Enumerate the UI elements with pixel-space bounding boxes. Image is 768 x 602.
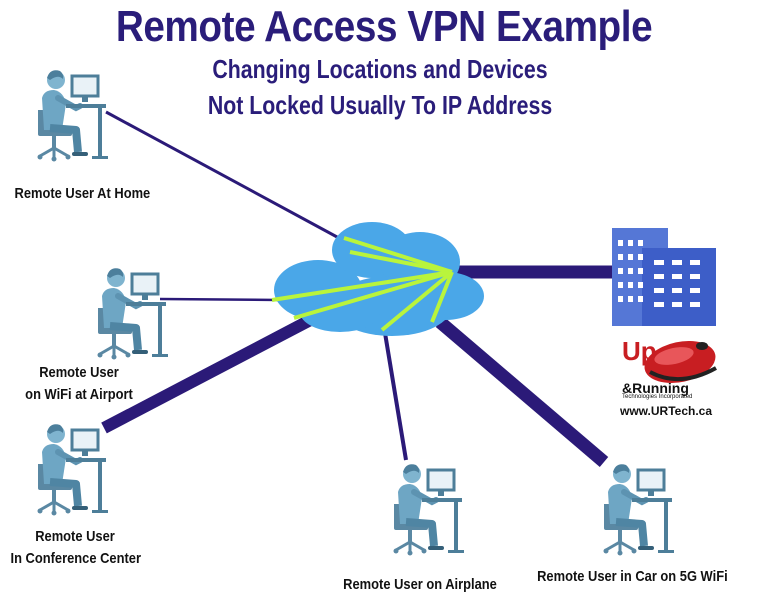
label-user-home: Remote User At Home [14,185,151,202]
label-user-car: Remote User in Car on 5G WiFi [537,568,728,585]
label-user-wifi-line1: Remote User [39,364,119,381]
user-home-icon [38,70,109,161]
link-airplane [383,332,408,461]
label-user-conference: Remote User In Conference Center [10,526,141,570]
vpn-tunnels [271,236,454,332]
user-car-icon [604,464,675,555]
label-user-wifi-line2: on WiFi at Airport [25,386,133,403]
network-links [101,110,622,467]
internet-cloud [274,222,484,336]
logo-website-text: www.URTech.ca [620,404,713,418]
diagram-title: Remote Access VPN Example [115,2,653,51]
logo-tagline-text: Technologies Incorporated [622,394,693,400]
label-user-conference-line1: Remote User [35,528,115,545]
logo-running-text: &Running [622,380,689,396]
diagram-subtitle-line1: Changing Locations and Devices [212,54,548,84]
link-conference [101,310,321,434]
label-user-wifi: Remote User on WiFi at Airport [15,362,144,406]
link-home [105,110,351,246]
label-user-conference-line2: In Conference Center [10,550,141,567]
link-wifi [159,297,281,302]
user-wifi-icon [98,268,169,359]
office-building-icon [612,228,716,326]
label-user-airplane: Remote User on Airplane [343,576,497,593]
user-airplane-icon [394,464,465,555]
diagram-subtitle-line2: Not Locked Usually To IP Address [207,90,553,120]
mouse-logo-icon [644,341,717,383]
link-car [435,317,609,467]
logo-up-text: Up [622,336,657,366]
user-conference-icon [38,424,109,515]
